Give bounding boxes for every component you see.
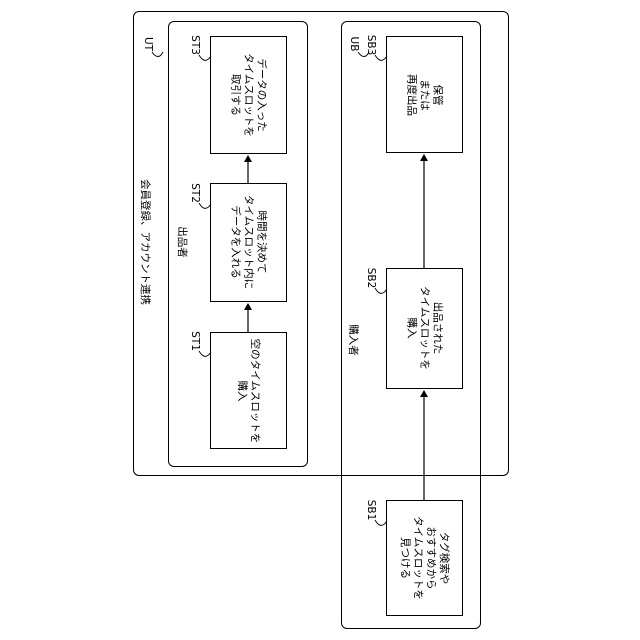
st1-id: ST1	[189, 331, 201, 351]
sb2-text: 出品された タイムスロットを 購入	[405, 286, 444, 370]
st3-text: データの入った タイムスロットを 取引する	[229, 53, 268, 137]
seller-caption: 出品者	[176, 226, 188, 258]
sb1-id: SB1	[365, 500, 377, 521]
sb3-text: 保管 または 再度出品	[405, 74, 444, 116]
ut-caption: 会員登録、アカウント連携	[139, 179, 151, 305]
buyer-caption: 購入者	[347, 324, 359, 356]
ut-label: UT	[142, 37, 154, 51]
st2-text: 時間を決めて タイムスロット内に データを入れる	[229, 195, 268, 289]
ub-label: UB	[348, 37, 360, 52]
st1-text: 空のタイムスロットを 購入	[235, 339, 261, 444]
sb1-text: タグ検索や おすすめから タイムスロットを 見つける	[398, 516, 450, 600]
st2-id: ST2	[189, 183, 201, 203]
sb3-id: SB3	[365, 35, 377, 56]
sb2-id: SB2	[365, 268, 377, 289]
st3-id: ST3	[189, 35, 201, 55]
